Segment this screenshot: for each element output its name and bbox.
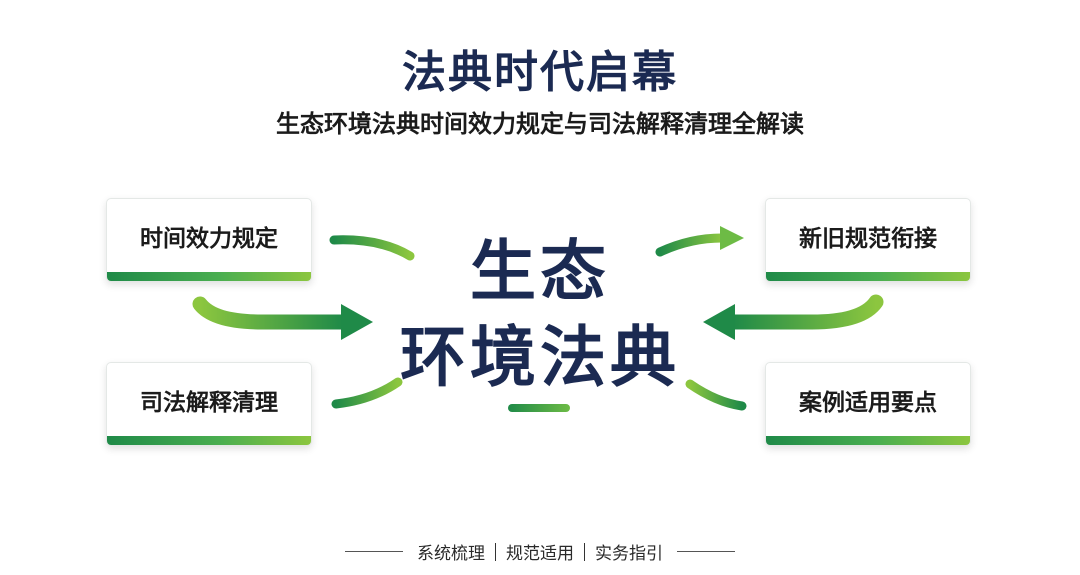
footer-item: 规范适用 bbox=[506, 544, 574, 564]
card-case-application: 案例适用要点 bbox=[765, 362, 971, 446]
footer-separator bbox=[495, 542, 496, 561]
page-subtitle: 生态环境法典时间效力规定与司法解释清理全解读 bbox=[276, 110, 804, 138]
arc-upper-left bbox=[329, 235, 415, 261]
card-old-new-transition: 新旧规范衔接 bbox=[765, 198, 971, 282]
card-accent-bar bbox=[107, 272, 311, 281]
card-label: 司法解释清理 bbox=[140, 389, 278, 416]
card-label: 案例适用要点 bbox=[799, 389, 937, 416]
footer-item: 实务指引 bbox=[595, 544, 663, 564]
card-time-effect: 时间效力规定 bbox=[106, 198, 312, 282]
center-underline bbox=[508, 404, 570, 412]
footer-rule-right bbox=[677, 551, 735, 552]
card-judicial-interpretation: 司法解释清理 bbox=[106, 362, 312, 446]
card-accent-bar bbox=[107, 436, 311, 445]
center-title-line2: 环境法典 bbox=[400, 319, 680, 396]
footer-rule-left bbox=[345, 551, 403, 552]
arrow-upper-right bbox=[655, 226, 744, 257]
footer-tagline: 系统梳理 规范适用 实务指引 bbox=[0, 539, 1080, 564]
center-title-line1: 生态 bbox=[470, 233, 610, 310]
card-label: 时间效力规定 bbox=[140, 225, 278, 252]
card-label: 新旧规范衔接 bbox=[799, 225, 937, 252]
arc-lower-right bbox=[685, 379, 747, 411]
page-title: 法典时代启幕 bbox=[402, 47, 678, 98]
arrow-left-to-center bbox=[192, 296, 373, 340]
footer-separator bbox=[584, 542, 585, 561]
footer-item: 系统梳理 bbox=[417, 544, 485, 564]
arc-lower-left bbox=[331, 377, 403, 409]
card-accent-bar bbox=[766, 272, 970, 281]
arrow-right-to-center bbox=[703, 294, 884, 340]
card-accent-bar bbox=[766, 436, 970, 445]
